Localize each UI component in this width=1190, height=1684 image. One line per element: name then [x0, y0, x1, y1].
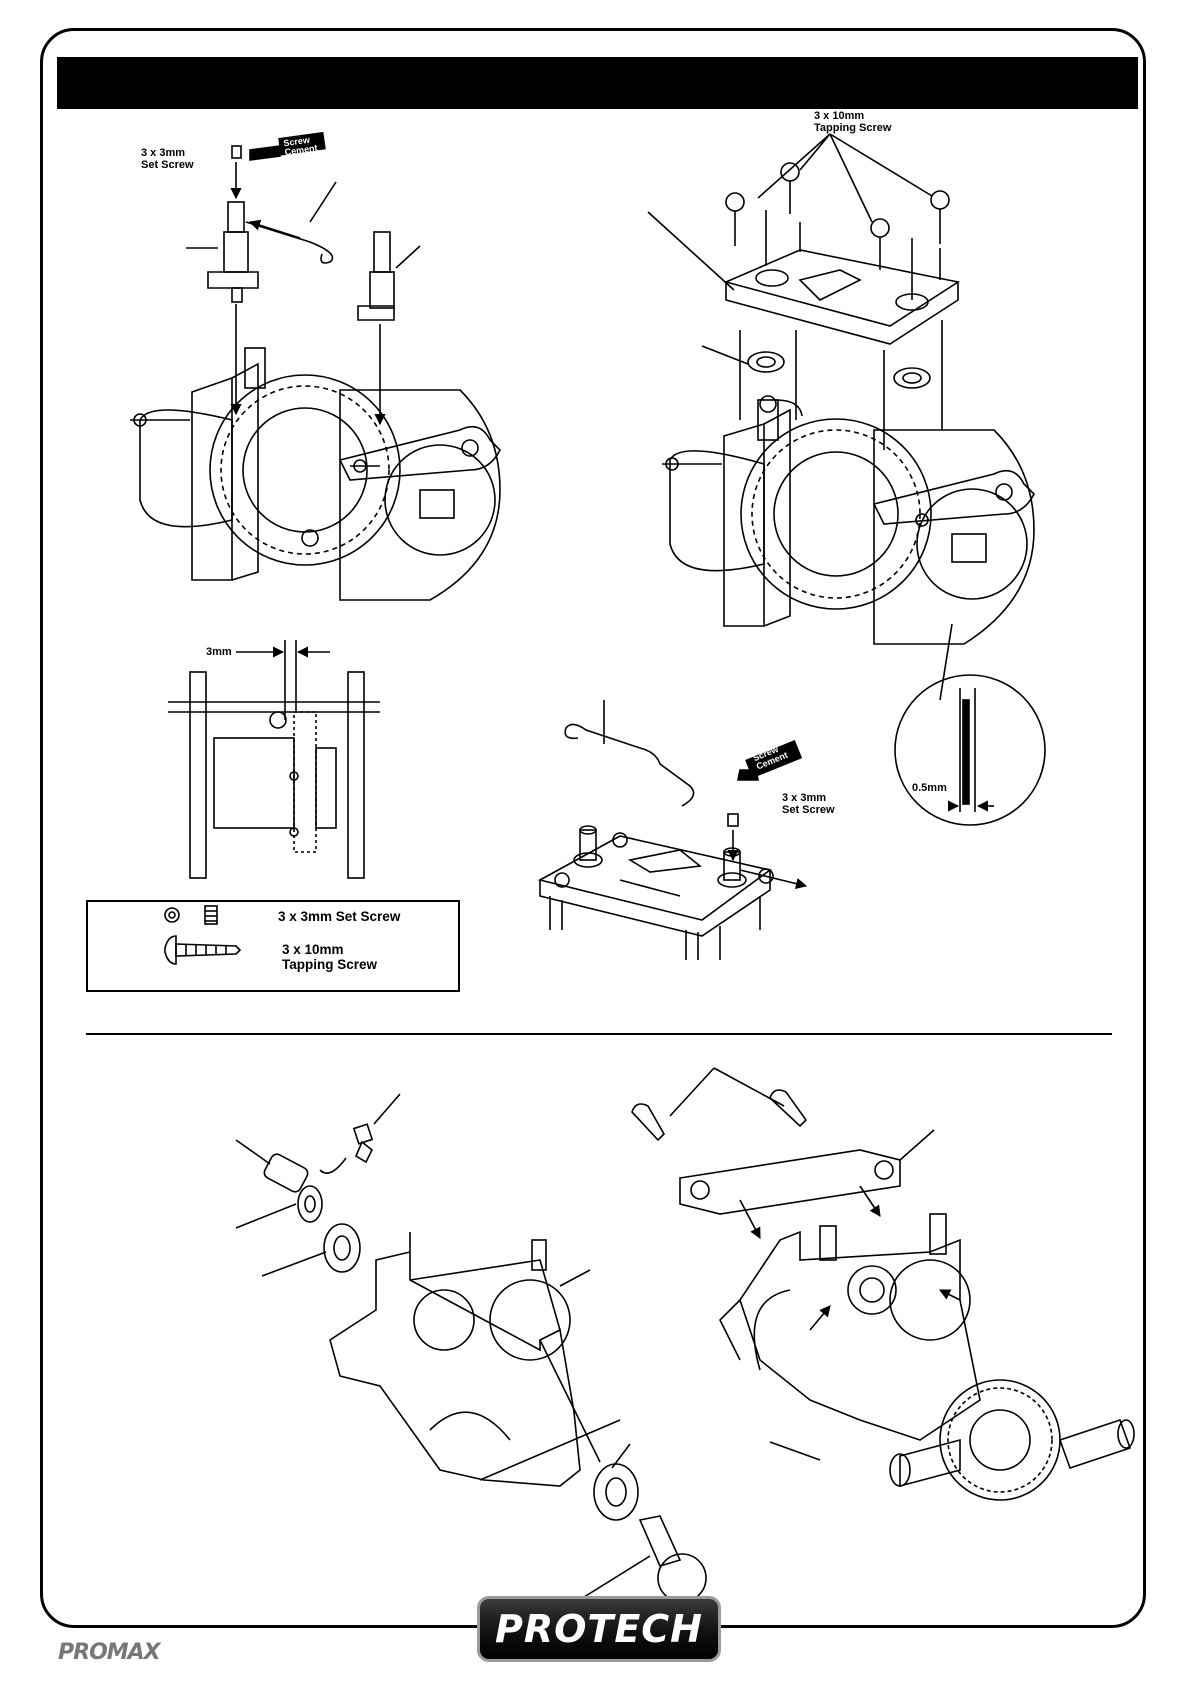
- diff-gear-icon: [848, 1266, 896, 1314]
- clearance-diagram-3mm: [168, 640, 380, 878]
- bearing-lower-icon: [594, 1464, 638, 1520]
- bushing-right-icon: [894, 368, 930, 388]
- tapping-screws-icon: [726, 163, 949, 270]
- dimension-3mm-label: 3mm: [206, 646, 232, 658]
- legend-tapping-screw-label: 3 x 10mm Tapping Screw: [282, 942, 377, 972]
- tapping-screw-a-icon: [632, 1104, 664, 1140]
- tapping-screw-b-icon: [770, 1090, 806, 1126]
- set-screw-icon: [232, 146, 241, 158]
- post-left-icon: [228, 202, 244, 232]
- legend-set-screw-label: 3 x 3mm Set Screw: [278, 909, 400, 924]
- protech-logo: PROTECH: [477, 1596, 721, 1662]
- top-plate-wire-illustration: [540, 700, 806, 960]
- bushing-left-icon: [748, 352, 784, 372]
- protech-logo-text: PROTECH: [495, 1607, 703, 1651]
- spur-gear-icon: [210, 375, 400, 565]
- set-screw-small-icon: [354, 1124, 372, 1144]
- top-plate-icon: [726, 250, 958, 326]
- set-screw-label-mid: 3 x 3mm Set Screw: [782, 792, 835, 816]
- gap-magnifier: [895, 675, 1045, 825]
- post-right-icon: [374, 232, 390, 272]
- diff-housing-left-illustration: [236, 1094, 706, 1612]
- screw-cement-icon: [250, 146, 280, 160]
- drive-cup-icon: [262, 1152, 310, 1194]
- tapping-screw-label-top: 3 x 10mm Tapping Screw: [814, 110, 891, 134]
- gearbox-right-illustration: [648, 134, 1034, 700]
- diff-housing-right-illustration: [632, 1068, 1134, 1500]
- promax-logo: PROMAX: [58, 1640, 160, 1665]
- bushing-icon: [298, 1186, 322, 1222]
- section-divider: [86, 1033, 1112, 1035]
- brace-icon: [680, 1150, 900, 1214]
- gearbox-left-illustration: [130, 133, 500, 600]
- set-screw-label-top: 3 x 3mm Set Screw: [141, 147, 194, 171]
- parts-legend: 3 x 3mm Set Screw 3 x 10mm Tapping Screw: [86, 900, 460, 992]
- dimension-05mm-label: 0.5mm: [912, 782, 947, 794]
- bearing-icon: [324, 1224, 360, 1272]
